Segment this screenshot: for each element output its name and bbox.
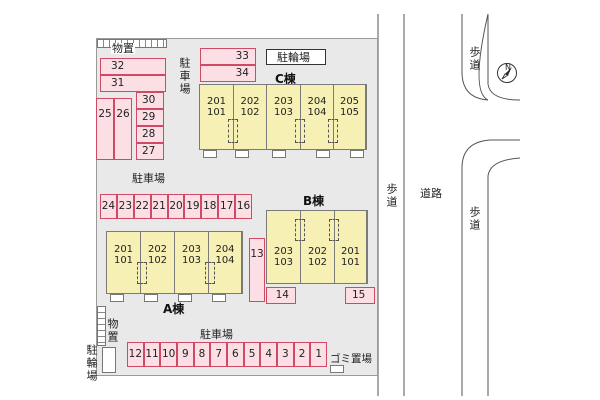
stair-a-1 — [137, 262, 147, 284]
parking-label-bottom: 駐車場 — [200, 328, 233, 341]
stair-c-2 — [295, 119, 305, 143]
parking-stall-3[interactable]: 3 — [277, 342, 294, 367]
parking-stall-6[interactable]: 6 — [227, 342, 244, 367]
step-a-4 — [212, 294, 226, 302]
parking-stall-14[interactable]: 14 — [266, 287, 296, 304]
road-label: 道路 — [420, 187, 442, 200]
parking-stall-31[interactable]: 31 — [100, 75, 166, 92]
sidewalk-label-right: 歩道 — [468, 206, 481, 232]
parking-stall-21[interactable]: 21 — [150, 194, 168, 219]
bike-parking-top — [266, 49, 326, 65]
parking-stall-9[interactable]: 9 — [177, 342, 194, 367]
parking-stall-11[interactable]: 11 — [143, 342, 161, 367]
step-c-5 — [350, 150, 364, 158]
stair-b-2 — [329, 219, 339, 241]
parking-stall-28[interactable]: 28 — [136, 126, 164, 143]
sidewalk-label-center: 歩道 — [385, 183, 398, 209]
parking-stall-12[interactable]: 12 — [127, 342, 144, 367]
step-c-4 — [316, 150, 330, 158]
step-c-2 — [235, 150, 249, 158]
stair-c-3 — [328, 119, 338, 143]
parking-stall-7[interactable]: 7 — [210, 342, 228, 367]
parking-stall-32[interactable]: 32 — [100, 58, 166, 75]
step-a-3 — [178, 294, 192, 302]
storage-top-label: 物置 — [111, 42, 135, 55]
parking-stall-10[interactable]: 10 — [160, 342, 178, 367]
parking-stall-19[interactable]: 19 — [184, 194, 202, 219]
parking-stall-30[interactable]: 30 — [136, 92, 164, 109]
parking-stall-33[interactable]: 33 — [200, 48, 256, 65]
parking-stall-16[interactable]: 16 — [235, 194, 253, 219]
storage-left — [97, 306, 106, 346]
parking-stall-22[interactable]: 22 — [133, 194, 151, 219]
parking-stall-18[interactable]: 18 — [201, 194, 219, 219]
parking-stall-23[interactable]: 23 — [116, 194, 134, 219]
building-a-label: A棟 — [163, 302, 185, 316]
parking-label-middle: 駐車場 — [132, 172, 165, 185]
parking-row-bottom: 12 11 10 9 8 7 6 5 4 3 2 1 — [127, 342, 328, 367]
step-a-1 — [110, 294, 124, 302]
road-edge-upper-right — [487, 14, 521, 101]
parking-stall-34[interactable]: 34 — [200, 65, 256, 82]
road-edge-lower — [461, 139, 520, 396]
bike-parking-left — [102, 347, 116, 373]
parking-stall-15[interactable]: 15 — [345, 287, 375, 304]
stair-a-2 — [205, 262, 215, 284]
parking-stall-25[interactable]: 25 — [96, 98, 114, 160]
bike-parking-top-label: 駐輪場 — [277, 51, 310, 64]
step-c-1 — [203, 150, 217, 158]
parking-stall-2[interactable]: 2 — [293, 342, 311, 367]
parking-stall-8[interactable]: 8 — [193, 342, 211, 367]
garbage-area — [330, 365, 344, 373]
parking-stall-17[interactable]: 17 — [218, 194, 236, 219]
compass-label: N — [505, 63, 511, 72]
building-c-label: C棟 — [275, 72, 296, 86]
stair-b-1 — [295, 219, 305, 241]
parking-stall-26[interactable]: 26 — [114, 98, 132, 160]
stair-c-1 — [228, 119, 238, 143]
storage-left-label: 物置 — [106, 318, 119, 344]
parking-stall-4[interactable]: 4 — [260, 342, 278, 367]
garbage-label: ゴミ置場 — [330, 353, 372, 365]
sidewalk-label-top-right: 歩道 — [468, 46, 481, 72]
parking-stall-24[interactable]: 24 — [100, 194, 117, 219]
parking-stall-29[interactable]: 29 — [136, 109, 164, 126]
road-edge-upper — [461, 13, 489, 101]
step-c-3 — [272, 150, 286, 158]
parking-stall-13[interactable]: 13 — [249, 238, 265, 302]
parking-stall-20[interactable]: 20 — [167, 194, 185, 219]
parking-stall-27[interactable]: 27 — [136, 143, 164, 160]
parking-stall-1[interactable]: 1 — [310, 342, 328, 367]
parking-stall-5[interactable]: 5 — [243, 342, 261, 367]
bike-parking-left-label: 駐輪場 — [85, 344, 98, 383]
step-a-2 — [144, 294, 158, 302]
parking-row-middle: 24 23 22 21 20 19 18 17 16 — [100, 194, 253, 219]
parking-label-top: 駐車場 — [178, 57, 191, 96]
building-b-label: B棟 — [303, 194, 325, 208]
road-edge-lower-right — [487, 157, 521, 396]
north-arrow-icon — [497, 63, 517, 83]
